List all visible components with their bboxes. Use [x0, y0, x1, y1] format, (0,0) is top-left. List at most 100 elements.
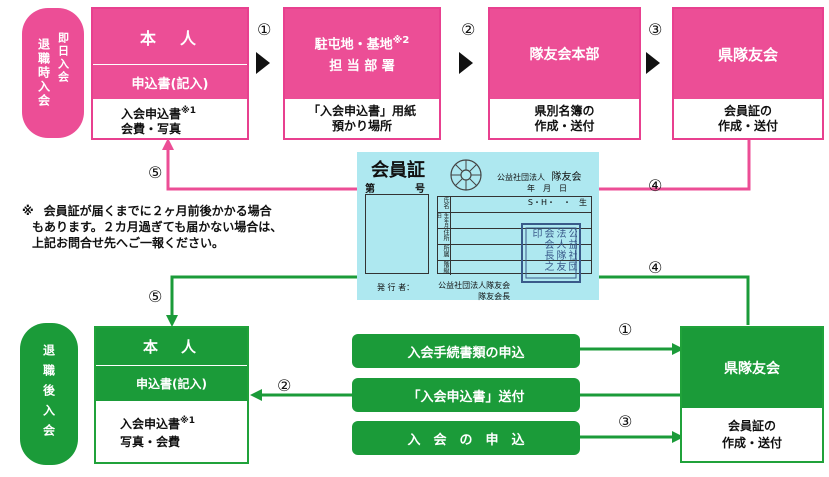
note-text: ※ 会員証が届くまでに２ヶ月前後かかる場合 もあります。２カ月過ぎても届かない場合…	[22, 203, 282, 251]
bottom-prefecture-box: 県隊友会 会員証の 作成・送付	[680, 326, 824, 463]
top-applicant-box: 本 人 申込書(記入) 入会申込書※1 会費・写真	[91, 7, 249, 140]
top-base-title-note: ※2	[392, 34, 410, 46]
bottom-prefecture-item2: 作成・送付	[721, 436, 782, 450]
bottom-step2-number: ②	[277, 376, 292, 395]
card-title: 会員証	[371, 160, 425, 181]
side-label-text: 退職時入会	[36, 38, 51, 108]
bar-request-documents: 入会手続書類の申込	[352, 334, 580, 368]
card-issuer-name2: 隊友会長	[478, 292, 511, 301]
top-hq-box: 隊友会本部 県別名簿の 作成・送付	[488, 7, 641, 140]
chrysanthemum-emblem-icon	[450, 159, 482, 191]
bottom-return-line-left	[170, 275, 360, 322]
top-prefecture-title: 県隊友会	[674, 9, 822, 99]
bottom-applicant-items: 入会申込書※1 写真・会費	[120, 412, 195, 451]
bottom-applicant-item2: 写真・会費	[120, 435, 181, 449]
top-applicant-item1: 入会申込書	[121, 107, 182, 121]
top-hq-item2: 作成・送付	[534, 119, 595, 133]
top-applicant-subtitle: 申込書(記入)	[93, 64, 247, 99]
bottom-applicant-subtitle-text: 申込書(記入)	[136, 377, 207, 391]
top-arrow1	[256, 52, 270, 74]
bottom-step5-number: ⑤	[148, 287, 163, 306]
card-field-row: 氏名 S・H・ ・ 生	[438, 197, 591, 213]
top-base-box: 駐屯地・基地※2 担 当 部 署 「入会申込書」用紙 預かり場所	[283, 7, 441, 140]
top-applicant-item1-note: ※1	[181, 106, 197, 116]
member-card: 会員証 第 号 公益社団法人 隊友会 年 月 日 氏名 S・H・ ・ 生 生年月日…	[357, 152, 599, 302]
card-issuer-box: 公益社団法人隊友会 隊友会長	[418, 280, 510, 302]
top-prefecture-item2: 作成・送付	[717, 119, 778, 133]
top-applicant-title-text: 本 人	[139, 28, 200, 48]
top-base-title-text2: 担 当 部 署	[329, 59, 395, 75]
top-step3-number: ③	[648, 20, 663, 39]
top-base-items: 「入会申込書」用紙 預かり場所	[285, 101, 439, 137]
card-field-label: 氏名	[438, 197, 451, 212]
bottom-step3-number: ③	[618, 412, 633, 431]
top-prefecture-box: 県隊友会 会員証の 作成・送付	[672, 7, 824, 140]
note-line1: 会員証が届くまでに２ヶ月前後かかる場合	[43, 204, 272, 218]
card-fields: 氏名 S・H・ ・ 生 生年月日 住所 所属 階級	[437, 196, 592, 275]
top-prefecture-title-text: 県隊友会	[717, 45, 778, 64]
card-field-row: 階級	[438, 261, 591, 275]
top-hq-title-text: 隊友会本部	[529, 47, 600, 63]
card-field-row: 所属	[438, 245, 591, 261]
card-field-label: 住所	[438, 229, 451, 244]
top-base-title: 駐屯地・基地※2 担 当 部 署	[285, 9, 439, 99]
side-label-bottom-text: 退職後入会	[41, 344, 56, 444]
bottom-step1-number: ①	[618, 320, 633, 339]
card-org-name: 隊友会	[551, 172, 582, 183]
card-birth: S・H・ ・ 生	[527, 198, 587, 207]
bar2-arrowhead	[250, 389, 262, 401]
bar-send-form: 「入会申込書」送付	[352, 378, 580, 412]
top-arrow2	[459, 52, 473, 74]
bar1-arrowhead	[672, 343, 684, 355]
bottom-applicant-subtitle: 申込書(記入)	[96, 366, 247, 401]
bar-apply-text: 入 会 の 申 込	[407, 432, 525, 448]
card-photo-box	[365, 194, 429, 274]
bottom-prefecture-title-text: 県隊友会	[724, 361, 780, 377]
note-mark: ※	[22, 204, 34, 218]
side-label-subtext: 即日入会	[56, 32, 70, 84]
bottom-prefecture-items: 会員証の 作成・送付	[682, 410, 822, 460]
top-hq-title: 隊友会本部	[490, 9, 639, 99]
bottom-applicant-item1-note: ※1	[180, 416, 196, 426]
bottom-applicant-title: 本 人	[96, 328, 247, 365]
side-label-post-retire-join: 退職後入会	[20, 323, 78, 465]
top-return-arrowhead	[162, 138, 174, 150]
card-date: 年 月 日	[527, 184, 567, 193]
bar3-arrowhead	[672, 431, 684, 443]
bottom-return-line-right	[578, 275, 750, 325]
card-seal-stamp	[521, 223, 581, 283]
top-base-item2: 預かり場所	[331, 119, 392, 133]
note-line3: 上記お問合せ先へご一報ください。	[32, 236, 225, 250]
card-issuer-label: 発 行 者：	[377, 283, 415, 292]
top-step5-number: ⑤	[148, 163, 163, 182]
card-field-label: 生年月日	[438, 213, 451, 228]
card-field-row: 生年月日	[438, 213, 591, 229]
bottom-applicant-box: 本 人 申込書(記入) 入会申込書※1 写真・会費	[94, 326, 249, 464]
bottom-prefecture-item1: 会員証の	[727, 419, 776, 433]
side-label-retire-join: 退職時入会 即日入会	[22, 8, 84, 138]
bar-request-documents-text: 入会手続書類の申込	[407, 345, 525, 361]
bottom-prefecture-title: 県隊友会	[682, 328, 822, 408]
top-arrow3	[646, 52, 660, 74]
top-applicant-subtitle-text: 申込書(記入)	[131, 76, 209, 92]
bottom-step4-number: ④	[648, 258, 663, 277]
bottom-applicant-item1: 入会申込書	[120, 417, 181, 431]
card-field-label: 所属	[438, 245, 451, 260]
card-number-label: 第 号	[365, 184, 425, 195]
top-step1-number: ①	[257, 20, 272, 39]
top-step4-number: ④	[648, 176, 663, 195]
top-step2-number: ②	[461, 20, 476, 39]
card-org: 公益社団法人 隊友会	[497, 168, 582, 183]
bottom-return-arrowhead	[166, 315, 178, 327]
note-line2: もあります。２カ月過ぎても届かない場合は、	[32, 220, 283, 234]
top-base-item1: 「入会申込書」用紙	[307, 104, 416, 118]
top-base-title-text: 駐屯地・基地	[314, 37, 393, 53]
top-hq-item1: 県別名簿の	[534, 104, 595, 118]
card-issuer: 発 行 者： 公益社団法人隊友会 隊友会長	[365, 280, 510, 302]
card-field-label: 階級	[438, 261, 451, 275]
card-field-row: 住所	[438, 229, 591, 245]
card-issuer-name: 公益社団法人隊友会	[438, 281, 511, 290]
bar-send-form-text: 「入会申込書」送付	[407, 389, 525, 405]
bottom-applicant-title-text: 本 人	[142, 338, 200, 356]
top-applicant-item2: 会費・写真	[121, 122, 182, 136]
